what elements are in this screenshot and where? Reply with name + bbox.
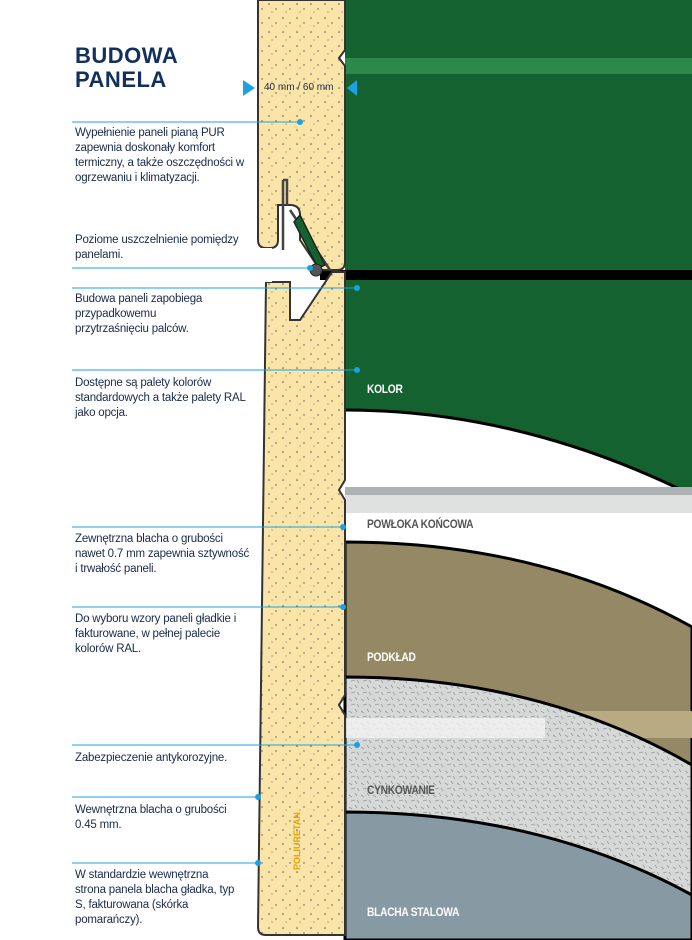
layer-label-blacha: BLACHA STALOWA xyxy=(367,905,460,919)
band-zinc-light xyxy=(345,718,545,738)
leader-dot xyxy=(307,265,313,271)
note-foam: Wypełnienie paneli pianą PUR zapewnia do… xyxy=(75,127,244,184)
title-line-2: PANELA xyxy=(75,67,167,92)
layer-label-cynkowanie: CYNKOWANIE xyxy=(367,783,435,797)
layer-label-podklad: PODKŁAD xyxy=(367,650,416,664)
leader-dot xyxy=(354,367,360,373)
note-finger-safe: Budowa paneli zapobiega przypadkowemu pr… xyxy=(75,293,203,335)
layer-blacha xyxy=(343,810,692,940)
page-title: BUDOWA PANELA xyxy=(75,44,178,92)
layer-label-kolor: KOLOR xyxy=(367,382,403,396)
leader-dot xyxy=(354,285,360,291)
dim-arrow-right xyxy=(347,80,357,96)
leader-dot xyxy=(297,119,303,125)
note-inner-sheet: Wewnętrzna blacha o grubości 0.45 mm. xyxy=(75,804,227,831)
note-seal: Poziome uszczelnienie pomiędzy panelami. xyxy=(75,234,239,261)
green-panel-upper xyxy=(345,0,692,270)
leader-dot xyxy=(255,794,261,800)
foam-label: POLIURETAN xyxy=(292,812,302,870)
note-outer-sheet: Zewnętrzna blacha o grubości nawet 0.7 m… xyxy=(75,533,250,575)
shadow-gap xyxy=(258,248,272,282)
dimension-label: 40 mm / 60 mm xyxy=(264,82,334,93)
leader-dot xyxy=(255,860,261,866)
note-anticorrosion: Zabezpieczenie antykorozyjne. xyxy=(75,752,228,764)
note-inner-side: W standardzie wewnętrzna strona panela b… xyxy=(75,869,235,926)
title-line-1: BUDOWA xyxy=(75,43,179,68)
leader-dot xyxy=(340,604,346,610)
emboss-stripe xyxy=(345,58,692,74)
layer-label-powloka: POWŁOKA KOŃCOWA xyxy=(367,517,474,531)
dim-arrow-left xyxy=(243,80,255,96)
leader-dot xyxy=(354,742,360,748)
kolor-edge xyxy=(344,408,692,497)
foam-upper xyxy=(257,0,346,271)
band-grey xyxy=(345,487,692,495)
layer-kolor xyxy=(345,280,692,495)
foam-lower xyxy=(256,271,346,936)
band-light xyxy=(345,495,692,513)
note-patterns: Do wyboru wzory paneli gładkie i fakturo… xyxy=(75,613,237,655)
seal-gap xyxy=(320,270,692,280)
leader-dot xyxy=(340,524,346,530)
note-colors: Dostępne są palety kolorów standardowych… xyxy=(75,377,246,419)
